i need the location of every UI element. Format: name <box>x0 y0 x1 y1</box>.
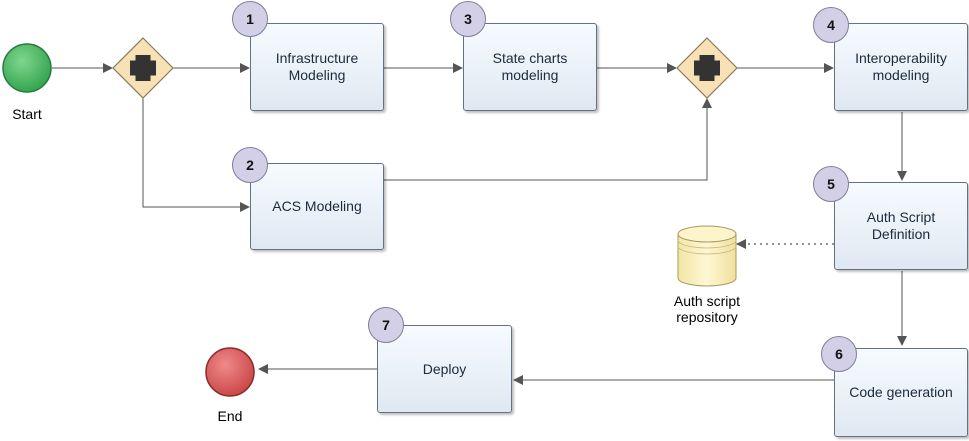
task-infrastructure-modeling[interactable]: Infrastructure Modeling <box>250 23 384 111</box>
task-acs-modeling[interactable]: ACS Modeling <box>250 163 384 250</box>
task-interoperability-modeling[interactable]: Interoperability modeling <box>834 23 968 111</box>
step-badge: 6 <box>821 336 857 372</box>
step-badge: 5 <box>813 166 849 202</box>
database-cylinder-icon <box>677 225 737 287</box>
task-code-generation[interactable]: Code generation <box>834 348 968 437</box>
task-deploy[interactable]: Deploy <box>377 325 512 413</box>
step-badge: 3 <box>450 1 486 37</box>
flow-task2-to-gateway2 <box>384 98 712 181</box>
task-label: ACS Modeling <box>272 198 362 214</box>
end-event-circle <box>205 347 255 397</box>
parallel-gateway-2 <box>676 37 738 99</box>
step-badge: 4 <box>813 7 849 43</box>
flow-gateway1-to-task2 <box>142 98 250 212</box>
task-label: State charts modeling <box>492 50 568 83</box>
parallel-gateway-1 <box>112 37 174 99</box>
step-badge: 2 <box>232 147 268 183</box>
task-auth-script-definition[interactable]: Auth Script Definition <box>834 182 968 270</box>
repository-label: Auth script repository <box>673 293 741 325</box>
task-label: Deploy <box>422 360 467 377</box>
start-event-circle <box>2 43 52 93</box>
end-label: End <box>217 408 243 424</box>
task-state-charts-modeling[interactable]: State charts modeling <box>463 23 597 111</box>
task-label: Auth Script Definition <box>866 209 936 242</box>
task-label: Infrastructure Modeling <box>275 50 359 83</box>
step-badge: 7 <box>368 307 404 343</box>
task-label: Code generation <box>849 384 953 400</box>
start-label: Start <box>12 106 42 122</box>
task-label: Interoperability modeling <box>855 50 947 83</box>
step-badge: 1 <box>232 1 268 37</box>
